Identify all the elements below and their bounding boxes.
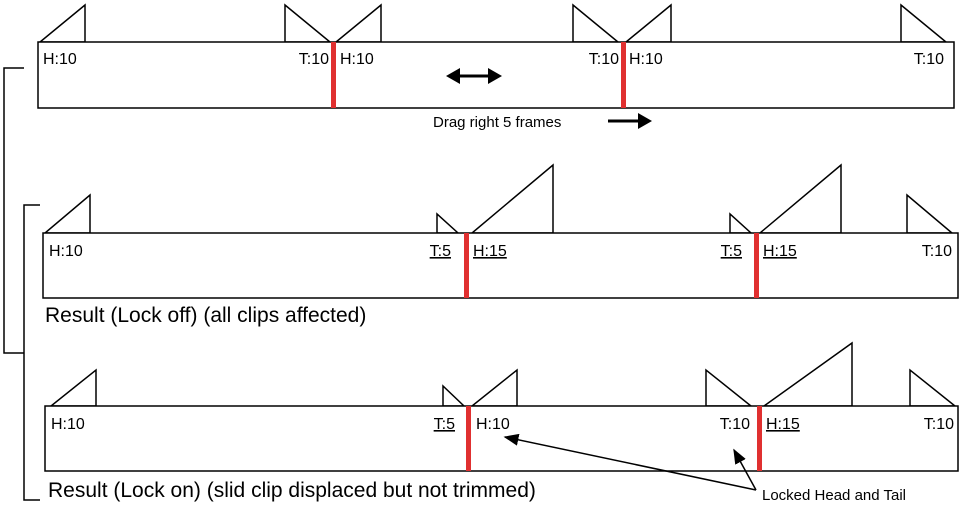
- head-handle-triangle: [623, 3, 672, 43]
- edit-point-marker: [754, 233, 759, 298]
- top-timeline: H:10 T:10 H:10 T:10 H:10 T:10 Drag right…: [37, 3, 955, 131]
- head-handle-triangle: [42, 193, 91, 234]
- double-arrow-icon: [446, 68, 502, 84]
- head-handle-triangle: [48, 368, 97, 407]
- head-label: H:10: [629, 51, 663, 68]
- head-handle-triangle: [757, 163, 842, 234]
- annotation-arrow: [733, 448, 757, 491]
- head-label: H:15: [766, 416, 800, 433]
- head-handle-triangle: [37, 3, 86, 43]
- tail-label: T:10: [924, 416, 954, 433]
- tail-label: T:10: [914, 51, 944, 68]
- inner-bracket: [23, 204, 40, 501]
- lock-on-caption: Result (Lock on) (slid clip displaced bu…: [48, 479, 536, 502]
- tail-handle-triangle: [284, 3, 333, 43]
- outer-bracket: [3, 67, 24, 354]
- locked-head-tail-label: Locked Head and Tail: [762, 487, 906, 504]
- tail-label: T:5: [721, 243, 742, 260]
- tail-handle-triangle: [906, 193, 955, 234]
- tail-label: T:10: [720, 416, 750, 433]
- tail-label: T:10: [299, 51, 329, 68]
- tail-handle-triangle: [900, 3, 949, 43]
- lock-off-timeline: H:10 T:5 H:15 T:5 H:15 T:10 Result (Lock…: [42, 163, 959, 327]
- head-handle-triangle: [333, 3, 382, 43]
- head-label: H:10: [476, 416, 510, 433]
- edit-point-marker: [466, 406, 471, 471]
- tail-handle-triangle: [442, 384, 466, 407]
- tail-label: T:10: [589, 51, 619, 68]
- tail-handle-triangle: [909, 368, 958, 407]
- tail-handle-triangle: [705, 368, 754, 407]
- tail-handle-triangle: [729, 212, 753, 234]
- head-label: H:10: [43, 51, 77, 68]
- lock-off-caption: Result (Lock off) (all clips affected): [45, 304, 366, 327]
- annotation-arrow: [503, 433, 757, 491]
- edit-point-marker: [464, 233, 469, 298]
- head-handle-triangle: [761, 341, 853, 407]
- head-label: H:10: [49, 243, 83, 260]
- head-handle-triangle: [469, 163, 554, 234]
- lock-on-timeline: H:10 T:5 H:10 T:10 H:15 T:10 Result (Loc…: [44, 341, 959, 502]
- edit-point-marker: [757, 406, 762, 471]
- head-label: H:10: [340, 51, 374, 68]
- tail-label: T:10: [922, 243, 952, 260]
- tail-handle-triangle: [436, 212, 460, 234]
- head-label: H:10: [51, 416, 85, 433]
- drag-note: Drag right 5 frames: [433, 114, 561, 131]
- locked-annotation: Locked Head and Tail: [503, 433, 906, 504]
- timeline-track: [44, 405, 959, 472]
- head-handle-triangle: [469, 368, 518, 407]
- right-arrow-icon: [608, 113, 652, 129]
- head-label: H:15: [473, 243, 507, 260]
- edit-point-marker: [331, 42, 336, 108]
- head-label: H:15: [763, 243, 797, 260]
- tail-label: T:5: [434, 416, 455, 433]
- timeline-track: [42, 232, 959, 299]
- tail-label: T:5: [430, 243, 451, 260]
- tail-handle-triangle: [572, 3, 621, 43]
- edit-point-marker: [621, 42, 626, 108]
